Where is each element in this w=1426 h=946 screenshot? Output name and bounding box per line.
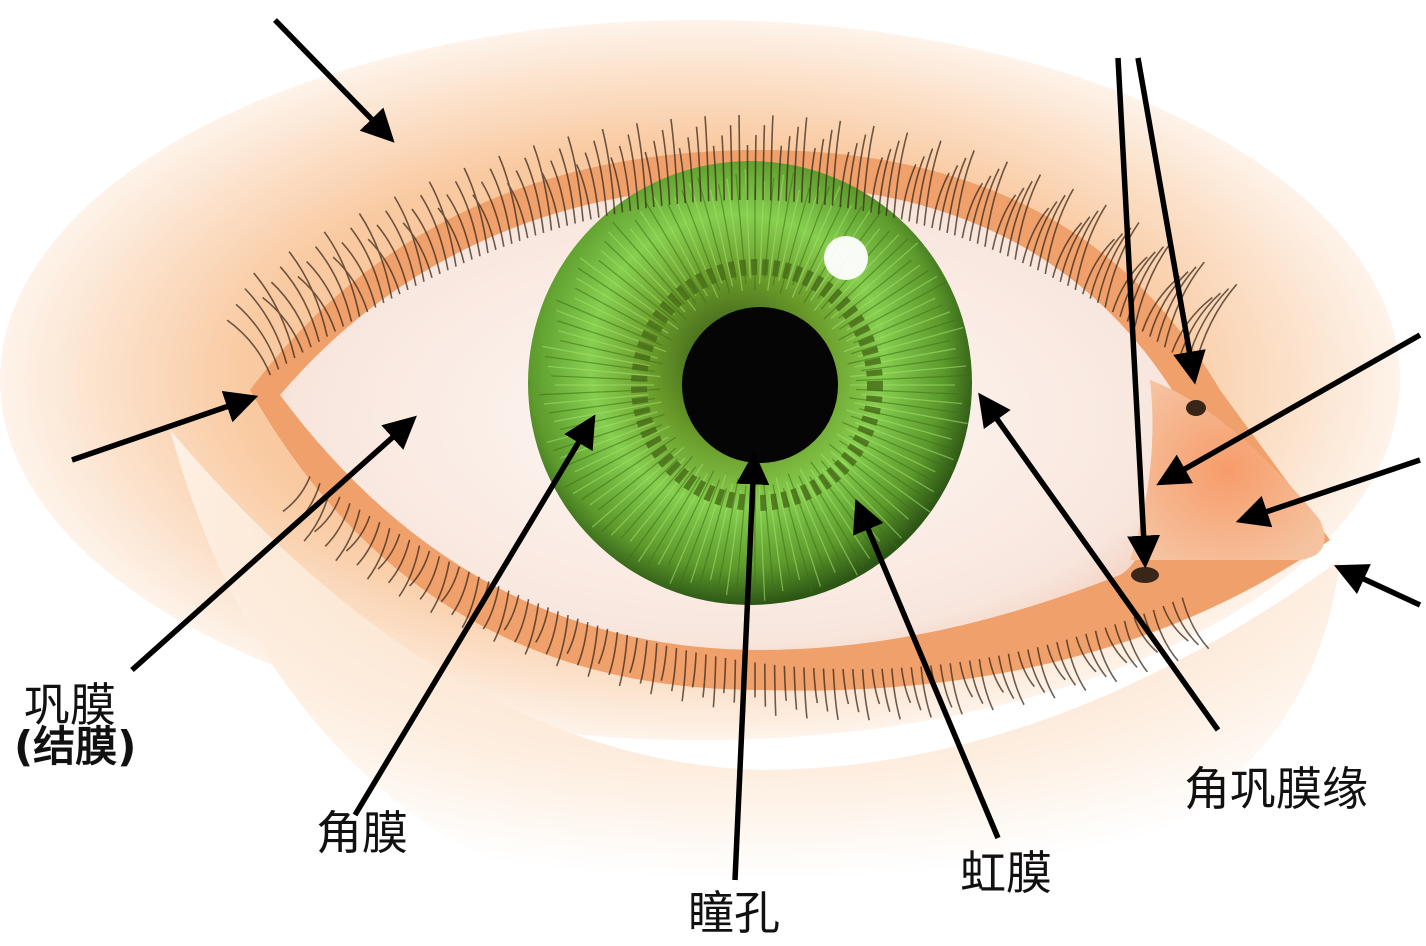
label-iris: 虹膜 [960, 848, 1052, 898]
upper-punctum [1186, 400, 1206, 416]
upper-eyelash [755, 135, 756, 200]
lower-punctum [1131, 567, 1159, 583]
arrow-medial-canthus [1340, 568, 1420, 605]
label-conjunctiva: (结膜) [14, 722, 136, 772]
label-limbus: 角巩膜缘 [1184, 764, 1368, 814]
lower-eyelash [765, 664, 766, 707]
upper-eyelash [739, 115, 740, 200]
label-pupil: 瞳孔 [688, 888, 780, 938]
corneal-highlight [824, 236, 868, 280]
label-cornea: 角膜 [316, 808, 408, 858]
pupil [682, 307, 838, 463]
